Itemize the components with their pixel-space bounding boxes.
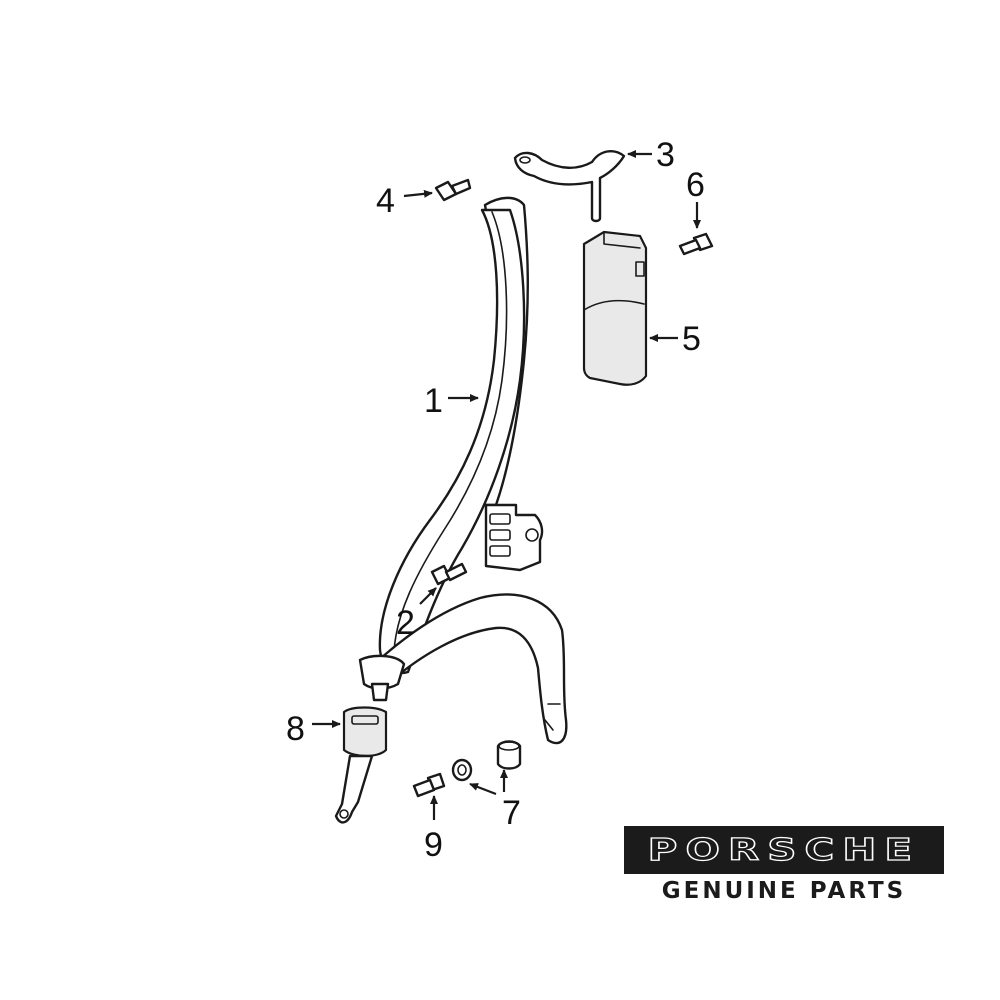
logo-brand-bar: PORSCHE <box>624 826 944 874</box>
seat-belt-webbing <box>358 196 568 745</box>
callout-4: 4 <box>376 182 395 220</box>
callout-2: 2 <box>396 604 415 642</box>
porsche-genuine-parts-logo: PORSCHE GENUINE PARTS <box>624 826 944 912</box>
leader-arrows <box>312 150 701 820</box>
spacer-and-bushing <box>451 740 522 782</box>
logo-brand-text: PORSCHE <box>647 832 921 868</box>
buckle-bolt <box>412 772 446 798</box>
callout-8: 8 <box>286 710 305 748</box>
callout-7: 7 <box>502 794 521 832</box>
logo-tagline: GENUINE PARTS <box>661 878 907 904</box>
belt-retractor <box>484 503 544 572</box>
upper-anchor-bolt <box>434 178 472 202</box>
callout-5: 5 <box>682 320 701 358</box>
seat-belt-buckle <box>334 706 388 824</box>
callout-3: 3 <box>656 136 675 174</box>
retractor-bolt <box>430 562 468 586</box>
retractor-cover <box>582 230 648 386</box>
callout-1: 1 <box>424 382 443 420</box>
callout-6: 6 <box>686 166 705 204</box>
belt-guide-bracket <box>513 150 626 223</box>
callout-9: 9 <box>424 826 443 864</box>
cover-bolt <box>678 232 714 256</box>
